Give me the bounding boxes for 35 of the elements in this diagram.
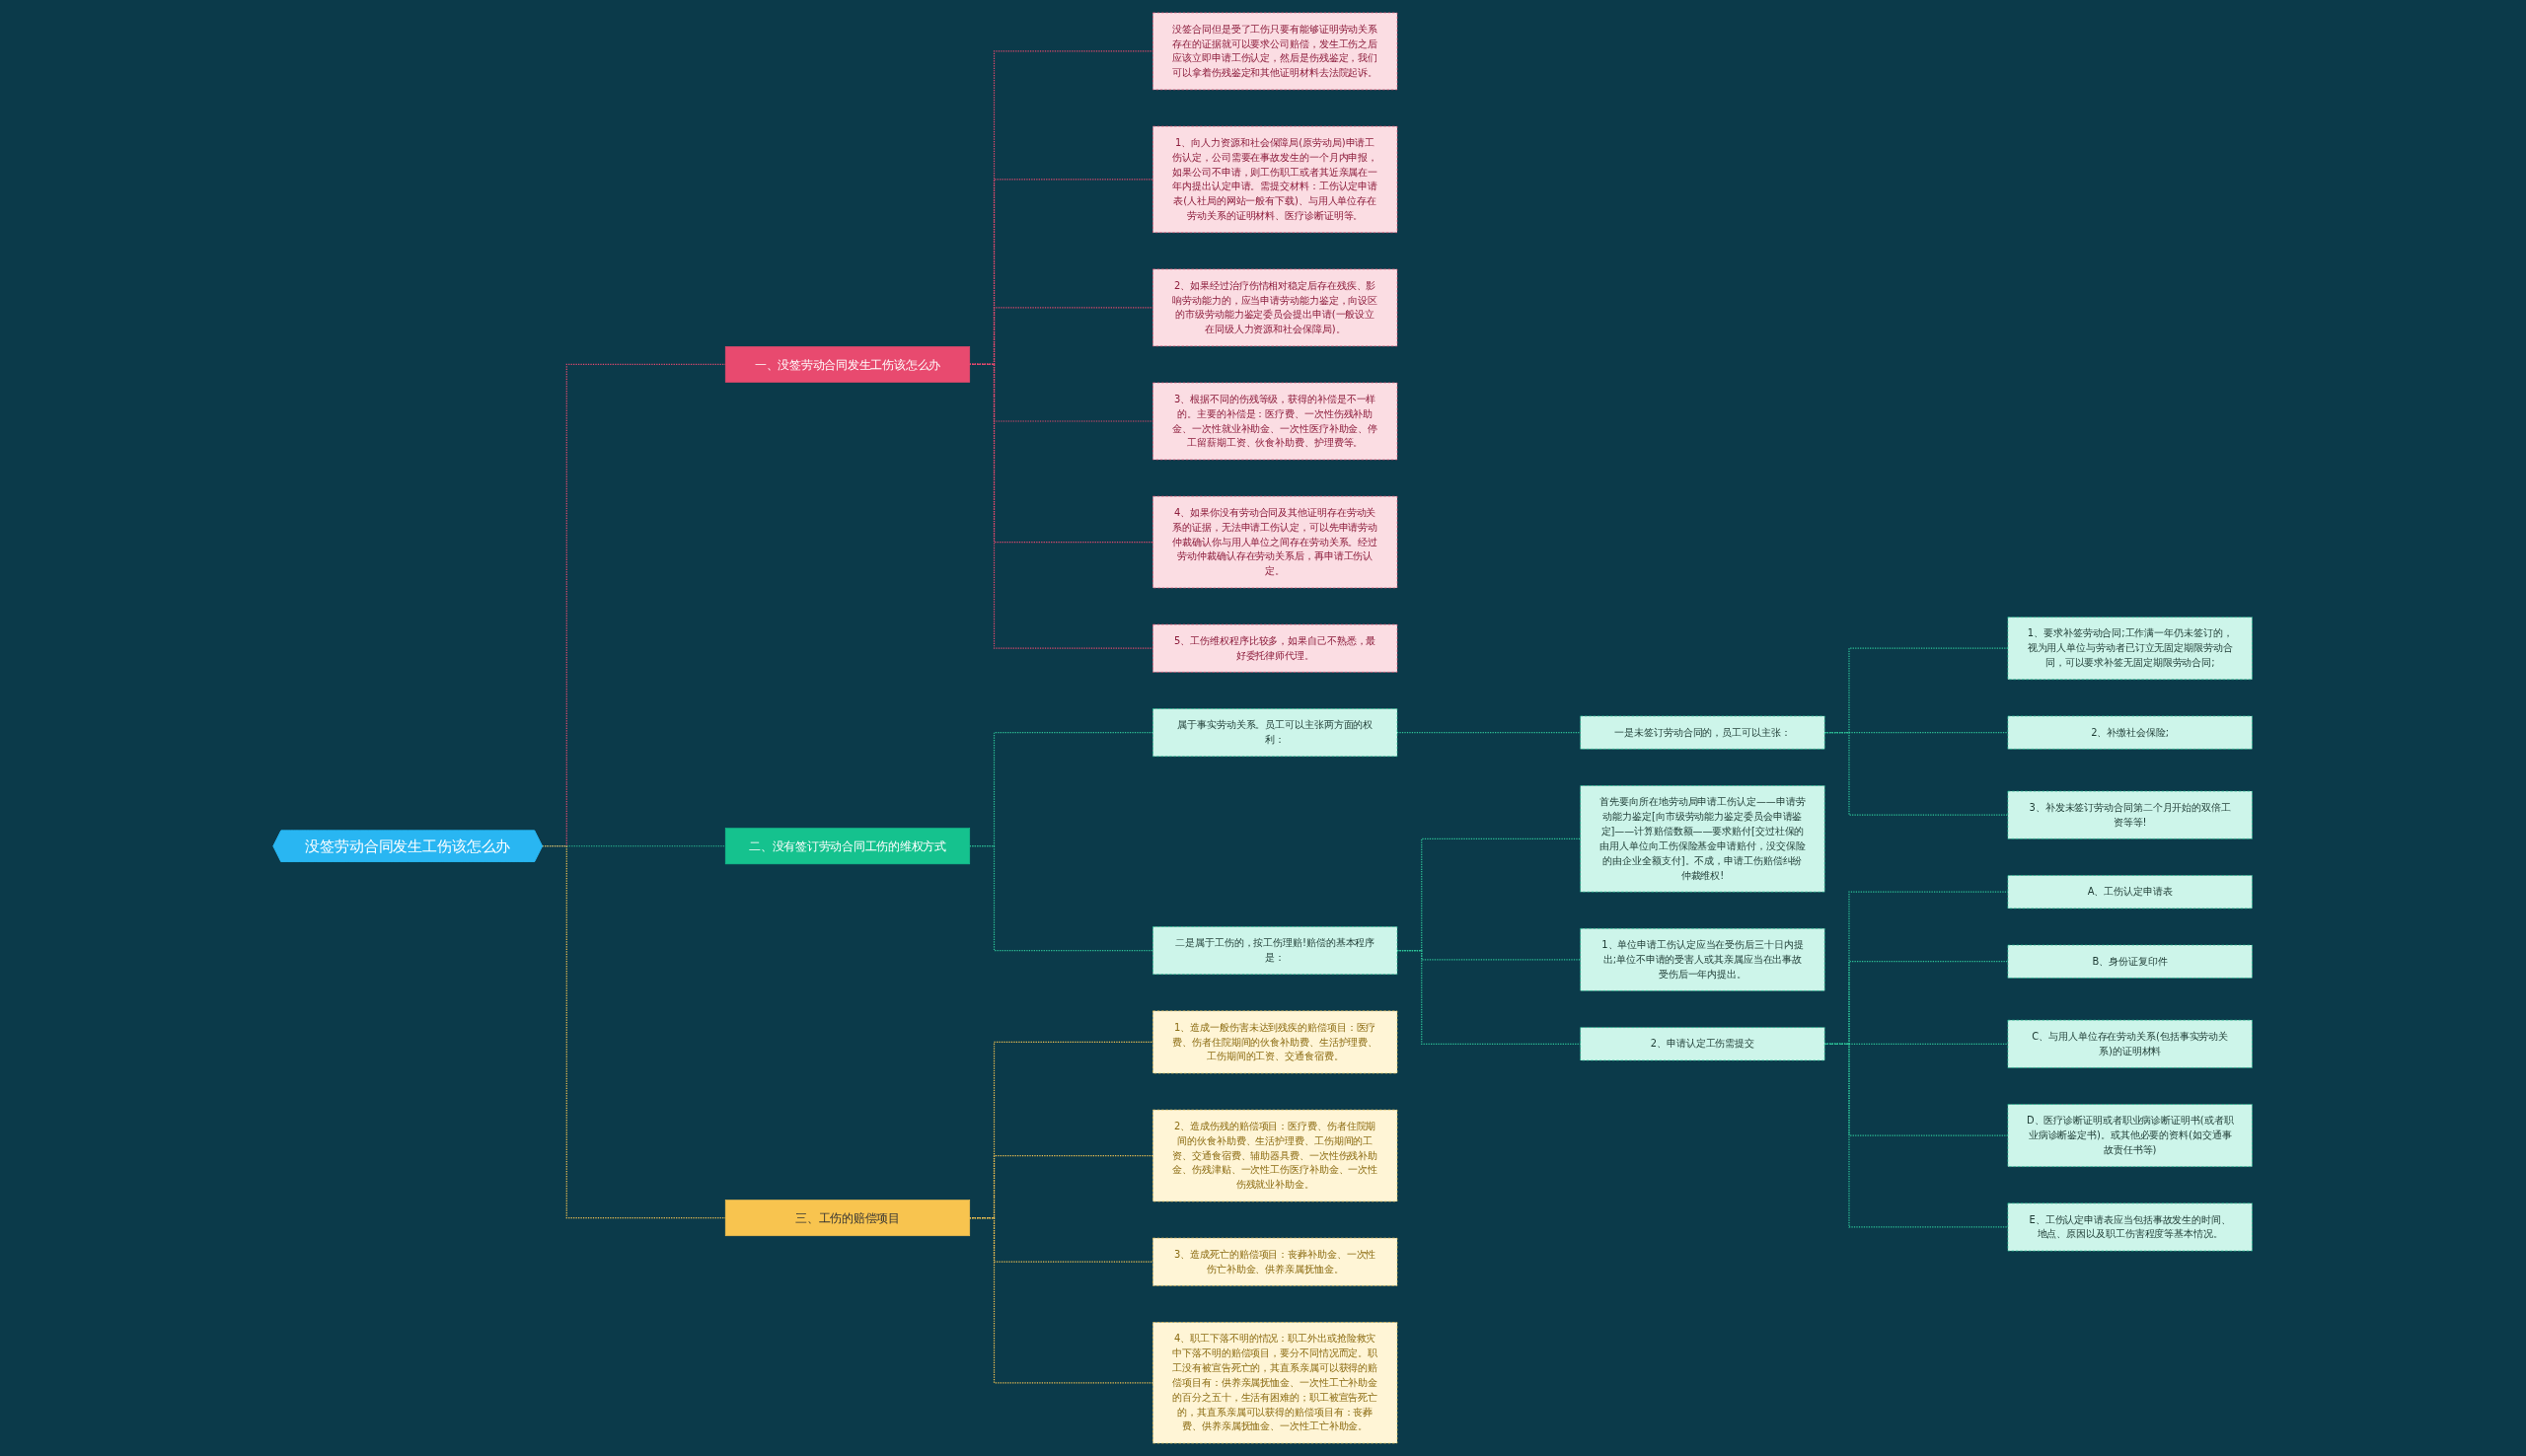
connector [1823, 1043, 2009, 1228]
node-box [725, 828, 971, 865]
connector [1823, 732, 2009, 816]
node-box [1152, 1237, 1398, 1286]
node-box [1152, 1109, 1398, 1202]
connector [969, 845, 1154, 952]
connector [1396, 949, 1582, 1045]
node-box [2007, 1019, 2254, 1068]
node-box [2007, 1104, 2254, 1167]
node-box [1152, 1322, 1398, 1444]
node-box [2007, 715, 2254, 750]
node-box [1580, 785, 1825, 893]
node-box [2007, 944, 2254, 979]
node-box [1152, 495, 1398, 589]
node-box [1580, 1027, 1825, 1061]
node-box [1152, 125, 1398, 234]
node-box [2007, 617, 2254, 681]
node-box [1152, 268, 1398, 347]
connector [969, 363, 1154, 649]
node-box [1152, 623, 1398, 673]
node-box [725, 1200, 971, 1237]
node-box [1152, 12, 1398, 91]
connector [969, 1217, 1154, 1384]
node-box [2007, 790, 2254, 839]
node-box [1152, 708, 1398, 758]
node-box [1580, 928, 1825, 991]
node-box [1580, 715, 1825, 750]
node-box [1152, 1010, 1398, 1074]
node-box [725, 346, 971, 383]
node-box [1152, 382, 1398, 461]
node-box [1152, 926, 1398, 976]
node-box [2007, 1202, 2254, 1252]
connector [1396, 732, 1582, 734]
connector [542, 845, 727, 1219]
node-box [2007, 875, 2254, 910]
